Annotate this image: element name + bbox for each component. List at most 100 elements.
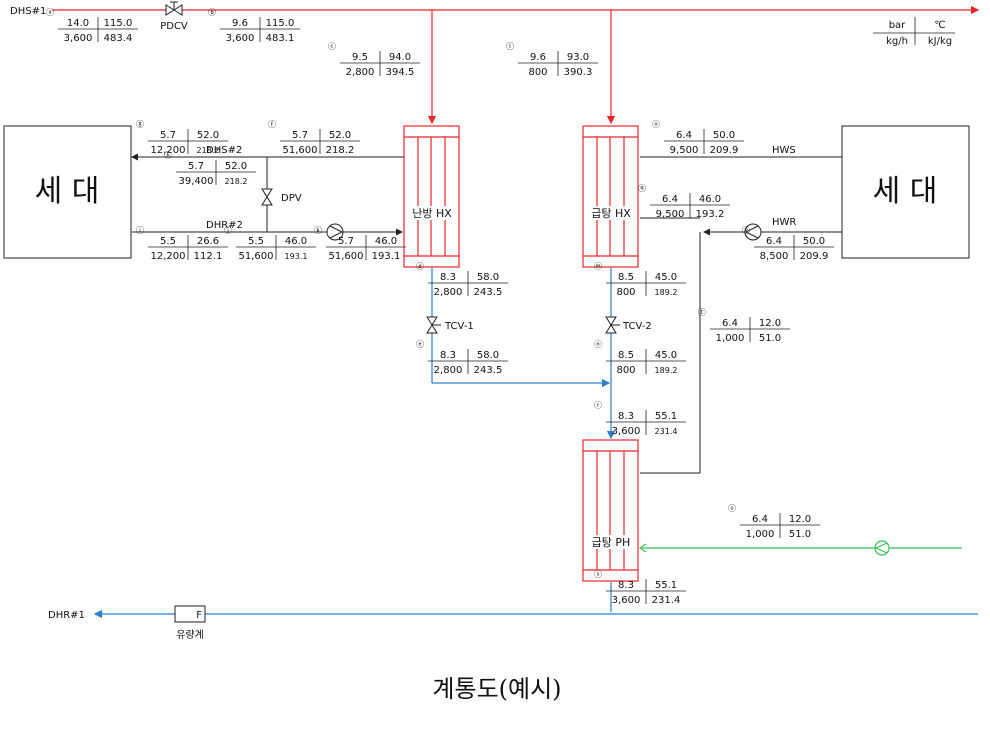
tcv2-label: TCV-2 — [622, 321, 652, 332]
pipes — [52, 5, 980, 619]
enthalpy-value: 394.5 — [386, 67, 415, 78]
enthalpy-value: 483.1 — [266, 33, 295, 44]
temperature-value: 45.0 — [655, 350, 677, 361]
state-point-n-label: ⓝ — [594, 340, 602, 349]
flow-value: 1,000 — [716, 333, 745, 344]
pressure-value: 6.4 — [662, 194, 678, 205]
state-point-p: ⓟ 6.4 50.0 8,500 209.9 — [742, 226, 834, 262]
enthalpy-value: 483.4 — [104, 33, 133, 44]
pressure-value: 6.4 — [722, 318, 738, 329]
flow-value: 12,200 — [151, 145, 186, 156]
state-point-s-label: ⓢ — [594, 570, 602, 579]
pressure-value: 8.3 — [440, 350, 456, 361]
enthalpy-value: 231.4 — [652, 595, 681, 606]
state-point-i-label: ⓘ — [136, 226, 144, 235]
enthalpy-value: 51.0 — [789, 529, 811, 540]
state-point-f-label: ⓕ — [268, 120, 276, 129]
pressure-value: 5.7 — [188, 161, 204, 172]
svg-text:kJ/kg: kJ/kg — [928, 36, 952, 47]
state-point-o-label: ⓞ — [652, 120, 660, 129]
pressure-value: 8.3 — [618, 580, 634, 591]
enthalpy-value: 243.5 — [474, 287, 503, 298]
svg-text:난방 HX: 난방 HX — [412, 207, 452, 220]
pressure-value: 8.5 — [618, 350, 634, 361]
pressure-value: 9.5 — [352, 52, 368, 63]
temperature-value: 50.0 — [803, 236, 825, 247]
flow-value: 800 — [528, 67, 547, 78]
temperature-value: 12.0 — [789, 514, 811, 525]
enthalpy-value: 193.1 — [285, 252, 308, 261]
dhr2-label: DHR#2 — [206, 220, 243, 231]
state-point-h-label: ⓗ — [164, 151, 172, 160]
hotwater-ph: 급탕 PH — [582, 439, 639, 582]
units-legend: bar ℃ kg/h kJ/kg — [873, 17, 955, 47]
state-point-c-label: ⓒ — [328, 42, 336, 51]
flow-value: 51,600 — [239, 251, 274, 262]
enthalpy-value: 218.2 — [197, 146, 220, 155]
temperature-value: 12.0 — [759, 318, 781, 329]
svg-text:급탕 HX: 급탕 HX — [591, 207, 631, 220]
svg-text:급탕 PH: 급탕 PH — [592, 536, 631, 549]
pressure-value: 6.4 — [766, 236, 782, 247]
temperature-value: 46.0 — [699, 194, 721, 205]
svg-text:bar: bar — [889, 20, 906, 31]
hwr-label: HWR — [772, 217, 796, 228]
enthalpy-value: 193.2 — [696, 209, 725, 220]
state-point-m-label: ⓜ — [594, 262, 602, 271]
flow-value: 8,500 — [760, 251, 789, 262]
flow-value: 9,500 — [670, 145, 699, 156]
state-point-q-label: ⓠ — [638, 184, 646, 193]
temperature-value: 58.0 — [477, 350, 499, 361]
state-point-j-label: ⓙ — [224, 226, 232, 235]
flow-value: 2,800 — [434, 287, 463, 298]
pressure-value: 9.6 — [530, 52, 546, 63]
pressure-value: 5.5 — [248, 236, 264, 247]
flow-value: 2,800 — [346, 67, 375, 78]
dhs1-label: DHS#1 — [10, 6, 46, 17]
flow-value: 39,400 — [179, 176, 214, 187]
dhs2-label: DHS#2 — [206, 145, 242, 156]
temperature-value: 93.0 — [567, 52, 589, 63]
temperature-value: 52.0 — [329, 130, 351, 141]
hwr-pump-icon — [744, 223, 762, 241]
flow-value: 3,600 — [226, 33, 255, 44]
temperature-value: 58.0 — [477, 272, 499, 283]
state-point-a-label: ⓐ — [46, 8, 54, 17]
state-point-d-label: ⓓ — [416, 262, 424, 271]
state-point-r-label: ⓡ — [594, 401, 602, 410]
temperature-value: 45.0 — [655, 272, 677, 283]
enthalpy-value: 231.4 — [655, 427, 678, 436]
state-point-p-label: ⓟ — [742, 226, 750, 235]
tcv1-label: TCV-1 — [444, 321, 474, 332]
enthalpy-value: 209.9 — [800, 251, 829, 262]
temperature-value: 55.1 — [655, 580, 677, 591]
flow-value: 1,000 — [746, 529, 775, 540]
pdcv-valve-icon: PDCV — [160, 1, 188, 32]
diagram-caption: 계통도(예시) — [432, 675, 561, 703]
flow-value: 2,800 — [434, 365, 463, 376]
pressure-value: 5.7 — [292, 130, 308, 141]
enthalpy-value: 51.0 — [759, 333, 781, 344]
pressure-value: 9.6 — [232, 18, 248, 29]
heating-hx: 난방 HX — [403, 125, 460, 268]
flow-value: 12,200 — [151, 251, 186, 262]
pressure-value: 5.7 — [338, 236, 354, 247]
svg-text:세 대: 세 대 — [873, 174, 938, 209]
